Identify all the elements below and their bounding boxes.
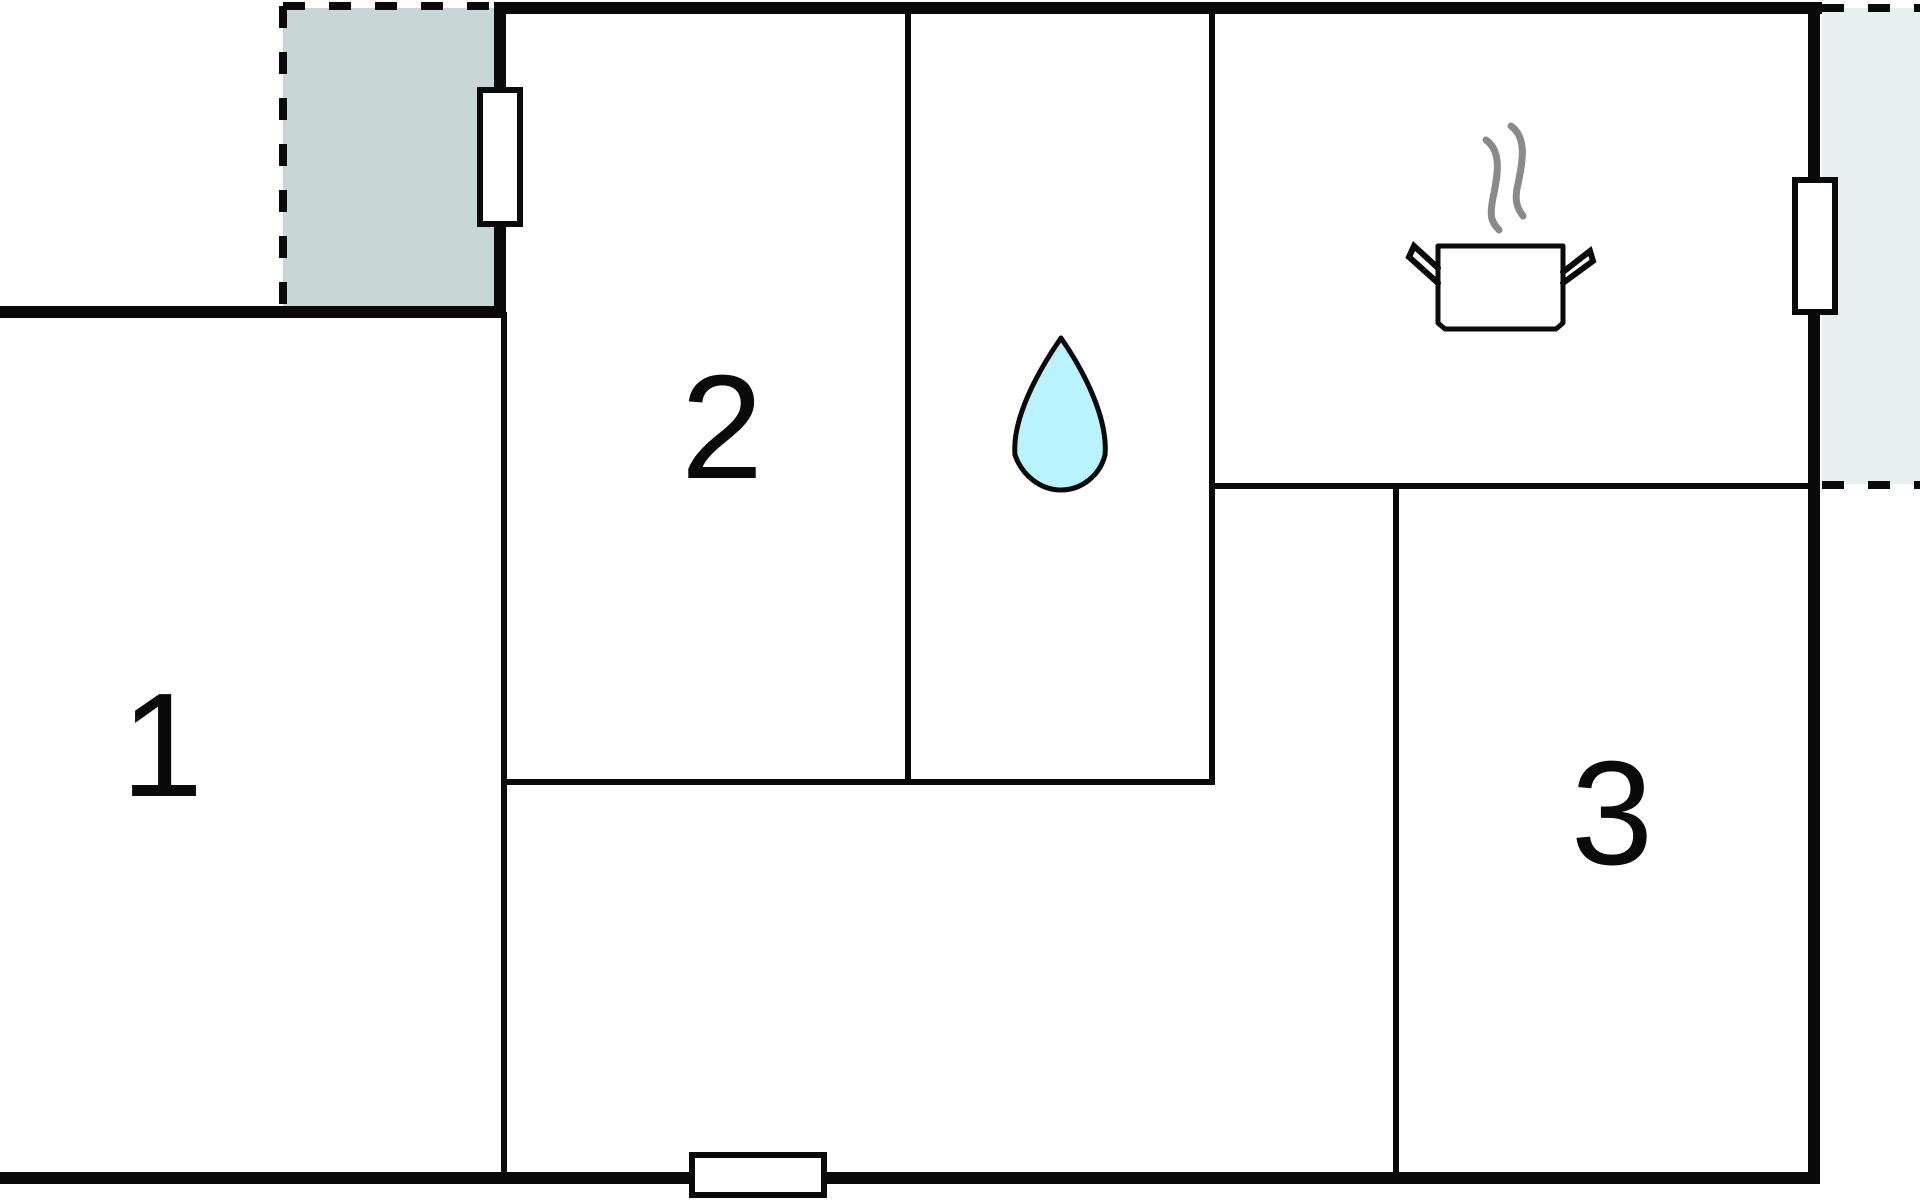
terrace-outline-right — [1822, 4, 1920, 489]
room-number-1: 1 — [121, 663, 203, 828]
window-left — [477, 87, 523, 227]
interior-walls — [501, 10, 1814, 1172]
window-right — [1792, 177, 1838, 315]
room-number-2: 2 — [681, 345, 763, 510]
room-number-3: 3 — [1571, 731, 1653, 896]
water-drop-icon — [1012, 335, 1108, 493]
terrace-right — [1822, 8, 1920, 484]
window-bottom — [689, 1152, 827, 1198]
terrace-outline-left — [279, 2, 496, 310]
cooking-pot-icon — [1405, 122, 1597, 332]
terrace-left — [283, 8, 496, 310]
